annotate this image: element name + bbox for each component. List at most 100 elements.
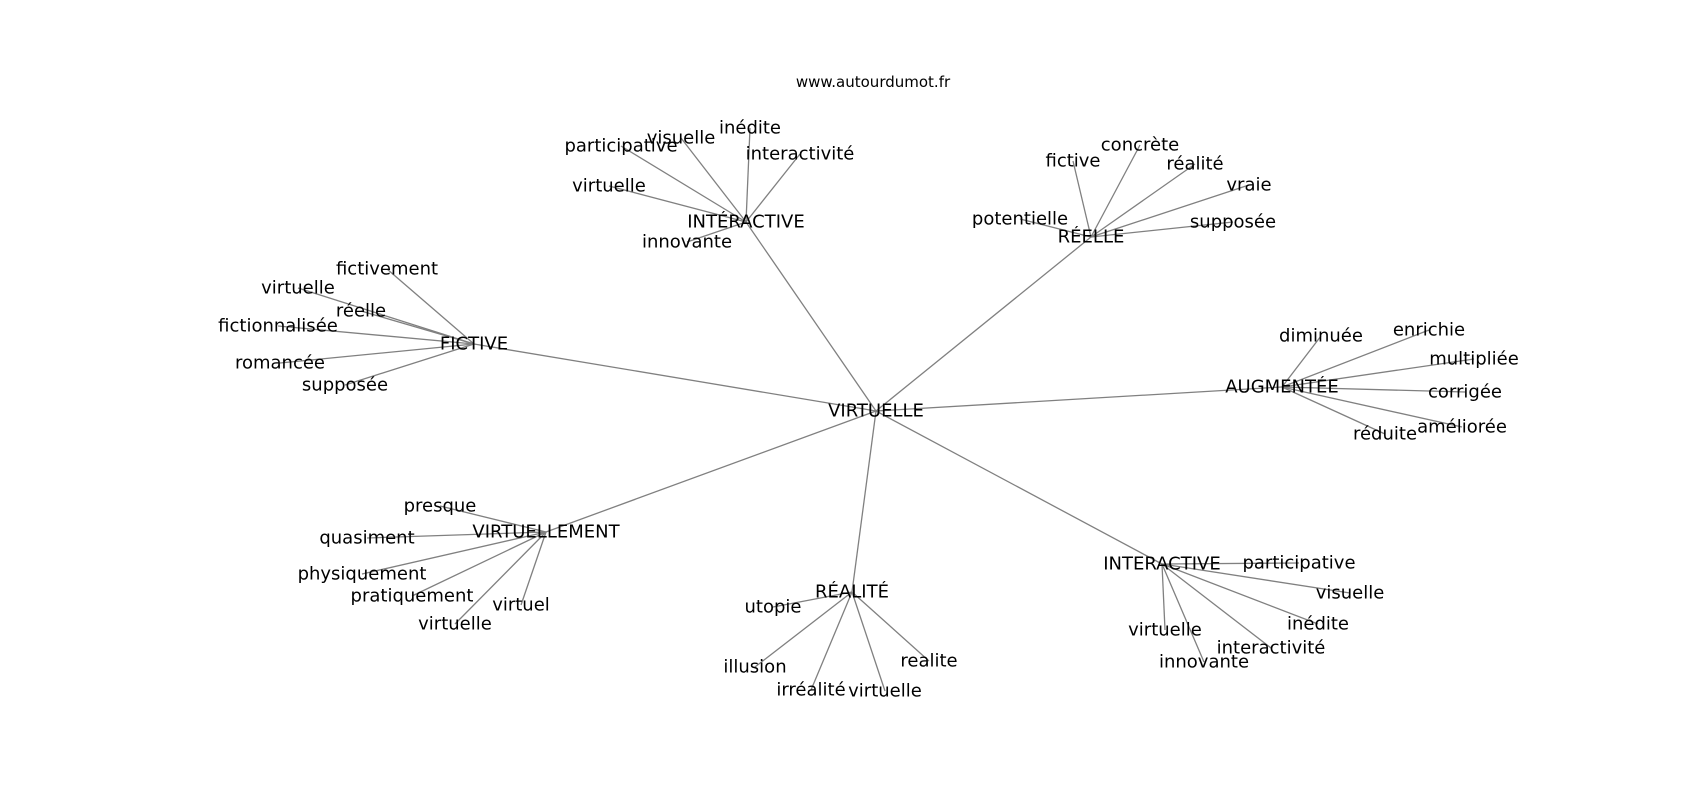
edge-reelle-leaf <box>1019 218 1092 238</box>
hub-word-label: FICTIVE <box>440 334 508 355</box>
edge-interactive-top-leaf <box>745 127 751 223</box>
edge-fictive-leaf <box>277 325 475 345</box>
leaf-word-label: réduite <box>1353 424 1417 445</box>
leaf-word-label: physiquement <box>298 564 427 585</box>
edge-interactive-bottom-leaf <box>1161 563 1166 631</box>
leaf-word-label: utopie <box>745 597 802 618</box>
edge-realite-leaf <box>810 591 853 691</box>
edge-interactive-bottom-leaf <box>1161 563 1205 663</box>
edge-augmentee-leaf <box>1281 335 1322 388</box>
edge-center-interactive-bottom <box>875 410 1163 565</box>
leaf-word-label: vraie <box>1226 175 1271 196</box>
edge-center-virtuellement <box>545 410 877 533</box>
edge-augmentee-leaf <box>1281 386 1466 393</box>
leaf-word-label: corrigée <box>1428 382 1502 403</box>
edge-virtuellement-leaf <box>411 531 547 597</box>
leaf-word-label: virtuel <box>492 595 550 616</box>
edge-interactive-top-leaf <box>745 153 801 223</box>
edge-virtuellement-leaf <box>361 531 547 575</box>
edge-interactive-bottom-leaf <box>1161 562 1300 565</box>
edge-center-interactive-top <box>745 221 877 412</box>
edge-interactive-top-leaf <box>620 145 747 223</box>
edge-reelle-leaf <box>1090 163 1196 238</box>
leaf-word-label: participative <box>564 136 677 157</box>
leaf-word-label: inédite <box>1287 614 1349 635</box>
leaf-word-label: innovante <box>642 232 732 253</box>
edge-center-fictive <box>473 343 877 412</box>
edge-fictive-leaf <box>344 343 475 386</box>
center-word-label: VIRTUELLE <box>828 401 924 422</box>
leaf-word-label: enrichie <box>1393 320 1465 341</box>
hub-word-label: INTÉRACTIVE <box>687 211 804 233</box>
leaf-word-label: diminuée <box>1279 326 1363 347</box>
leaf-word-label: concrète <box>1101 135 1179 156</box>
edge-center-augmentee <box>875 386 1283 412</box>
edge-reelle-leaf <box>1090 144 1141 238</box>
leaf-word-label: améliorée <box>1417 417 1507 438</box>
leaf-word-label: realite <box>900 651 957 672</box>
leaf-word-label: réelle <box>336 301 386 322</box>
leaf-word-label: virtuelle <box>1128 620 1202 641</box>
edge-realite-leaf <box>851 591 886 692</box>
leaf-word-label: supposée <box>302 375 388 396</box>
leaf-word-label: visuelle <box>647 128 716 149</box>
source-label: www.autourdumot.fr <box>796 73 951 91</box>
edge-realite-leaf <box>772 591 853 608</box>
hub-word-label: RÉALITÉ <box>815 581 889 603</box>
leaf-word-label: supposée <box>1190 212 1276 233</box>
edge-augmentee-leaf <box>1281 386 1386 435</box>
leaf-word-label: fictionnalisée <box>218 316 338 337</box>
leaf-word-label: participative <box>1242 553 1355 574</box>
edge-virtuellement-leaf <box>520 531 547 606</box>
leaf-word-label: pratiquement <box>351 586 474 607</box>
edge-augmentee-leaf <box>1281 386 1463 428</box>
edge-fictive-leaf <box>297 287 475 345</box>
leaf-word-label: interactivité <box>1217 638 1326 659</box>
edge-interactive-bottom-leaf <box>1161 563 1319 625</box>
edge-fictive-leaf <box>279 343 475 364</box>
edge-reelle-leaf <box>1090 221 1234 238</box>
edge-center-reelle <box>875 236 1092 412</box>
edge-reelle-leaf <box>1090 184 1250 238</box>
leaf-word-label: multipliée <box>1429 349 1519 370</box>
leaf-word-label: romancée <box>235 353 325 374</box>
edge-interactive-top-leaf <box>680 137 747 223</box>
leaf-word-label: fictivement <box>336 259 438 280</box>
leaf-word-label: quasiment <box>319 528 414 549</box>
leaf-word-label: virtuelle <box>261 278 335 299</box>
leaf-word-label: visuelle <box>1316 583 1385 604</box>
leaf-word-label: presque <box>404 496 477 517</box>
leaf-word-label: fictive <box>1045 151 1100 172</box>
leaf-word-label: illusion <box>723 657 786 678</box>
edge-virtuellement-leaf <box>366 531 547 539</box>
leaf-word-label: interactivité <box>746 144 855 165</box>
edge-realite-leaf <box>851 591 930 662</box>
edge-interactive-top-leaf <box>608 185 747 223</box>
edge-reelle-leaf <box>1072 160 1092 238</box>
leaf-word-label: innovante <box>1159 652 1249 673</box>
hub-word-label: INTERACTIVE <box>1103 554 1220 575</box>
edge-fictive-leaf <box>386 268 475 345</box>
leaf-word-label: irréalité <box>776 680 845 701</box>
leaf-word-label: virtuelle <box>572 176 646 197</box>
edge-fictive-leaf <box>360 310 475 345</box>
leaf-word-label: virtuelle <box>418 614 492 635</box>
hub-word-label: VIRTUELLEMENT <box>472 522 620 543</box>
graph-edges <box>277 127 1475 692</box>
edge-center-realite <box>851 410 877 593</box>
hub-word-label: RÉELLE <box>1058 226 1125 248</box>
edge-virtuellement-leaf <box>454 531 547 625</box>
leaf-word-label: réalité <box>1166 154 1223 175</box>
edge-realite-leaf <box>754 591 853 668</box>
edge-augmentee-leaf <box>1281 329 1430 388</box>
edge-virtuellement-leaf <box>439 505 547 533</box>
leaf-word-label: virtuelle <box>848 681 922 702</box>
edge-interactive-bottom-leaf <box>1161 563 1272 649</box>
leaf-word-label: potentielle <box>972 209 1068 230</box>
edge-augmentee-leaf <box>1281 358 1475 388</box>
leaf-word-label: inédite <box>719 118 781 139</box>
edge-interactive-bottom-leaf <box>1161 563 1351 594</box>
hub-word-label: AUGMENTÉE <box>1225 376 1339 398</box>
